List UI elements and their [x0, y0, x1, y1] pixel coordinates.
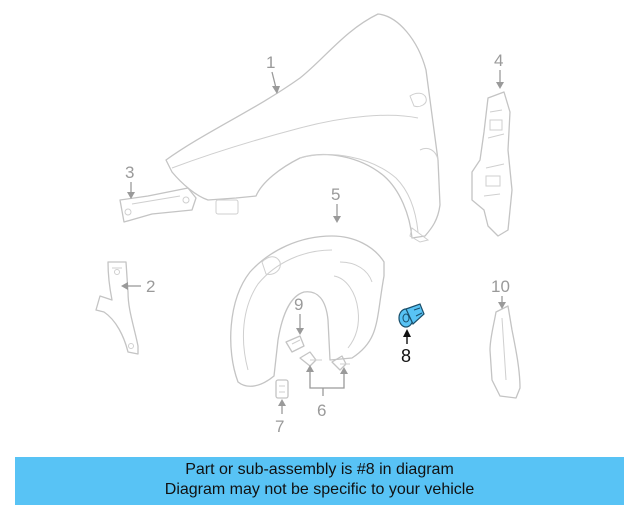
- callout-6: 6: [317, 401, 326, 420]
- part-7-clip[interactable]: [275, 379, 289, 399]
- part-6-screws[interactable]: [299, 351, 350, 371]
- callout-3: 3: [125, 163, 134, 182]
- banner-line-disclaimer: Diagram may not be specific to your vehi…: [164, 481, 475, 498]
- callout-4: 4: [494, 51, 503, 70]
- part-3-bracket[interactable]: [119, 187, 197, 223]
- part-10-mudflap[interactable]: [489, 305, 521, 399]
- info-banner: Part or sub-assembly is #8 in diagram Di…: [15, 457, 624, 505]
- callout-1: 1: [266, 53, 275, 72]
- callout-8: 8: [401, 346, 411, 366]
- part-2-bracket[interactable]: [95, 261, 139, 355]
- callout-5: 5: [331, 185, 340, 204]
- part-4-seal[interactable]: [471, 91, 513, 237]
- part-5-liner[interactable]: [230, 235, 385, 387]
- callout-7: 7: [275, 417, 284, 436]
- part-8-clip[interactable]: [398, 303, 425, 328]
- part-1-fender[interactable]: [165, 13, 441, 243]
- callout-leaders: [121, 70, 506, 414]
- callout-2: 2: [146, 277, 155, 296]
- banner-line-part: Part or sub-assembly is #8 in diagram: [185, 461, 454, 478]
- parts-diagram: 1 2 3 4 5 6 7 8 9 10: [95, 13, 521, 436]
- callout-9: 9: [294, 295, 303, 314]
- callout-10: 10: [491, 277, 510, 296]
- part-9-retainer[interactable]: [285, 335, 305, 353]
